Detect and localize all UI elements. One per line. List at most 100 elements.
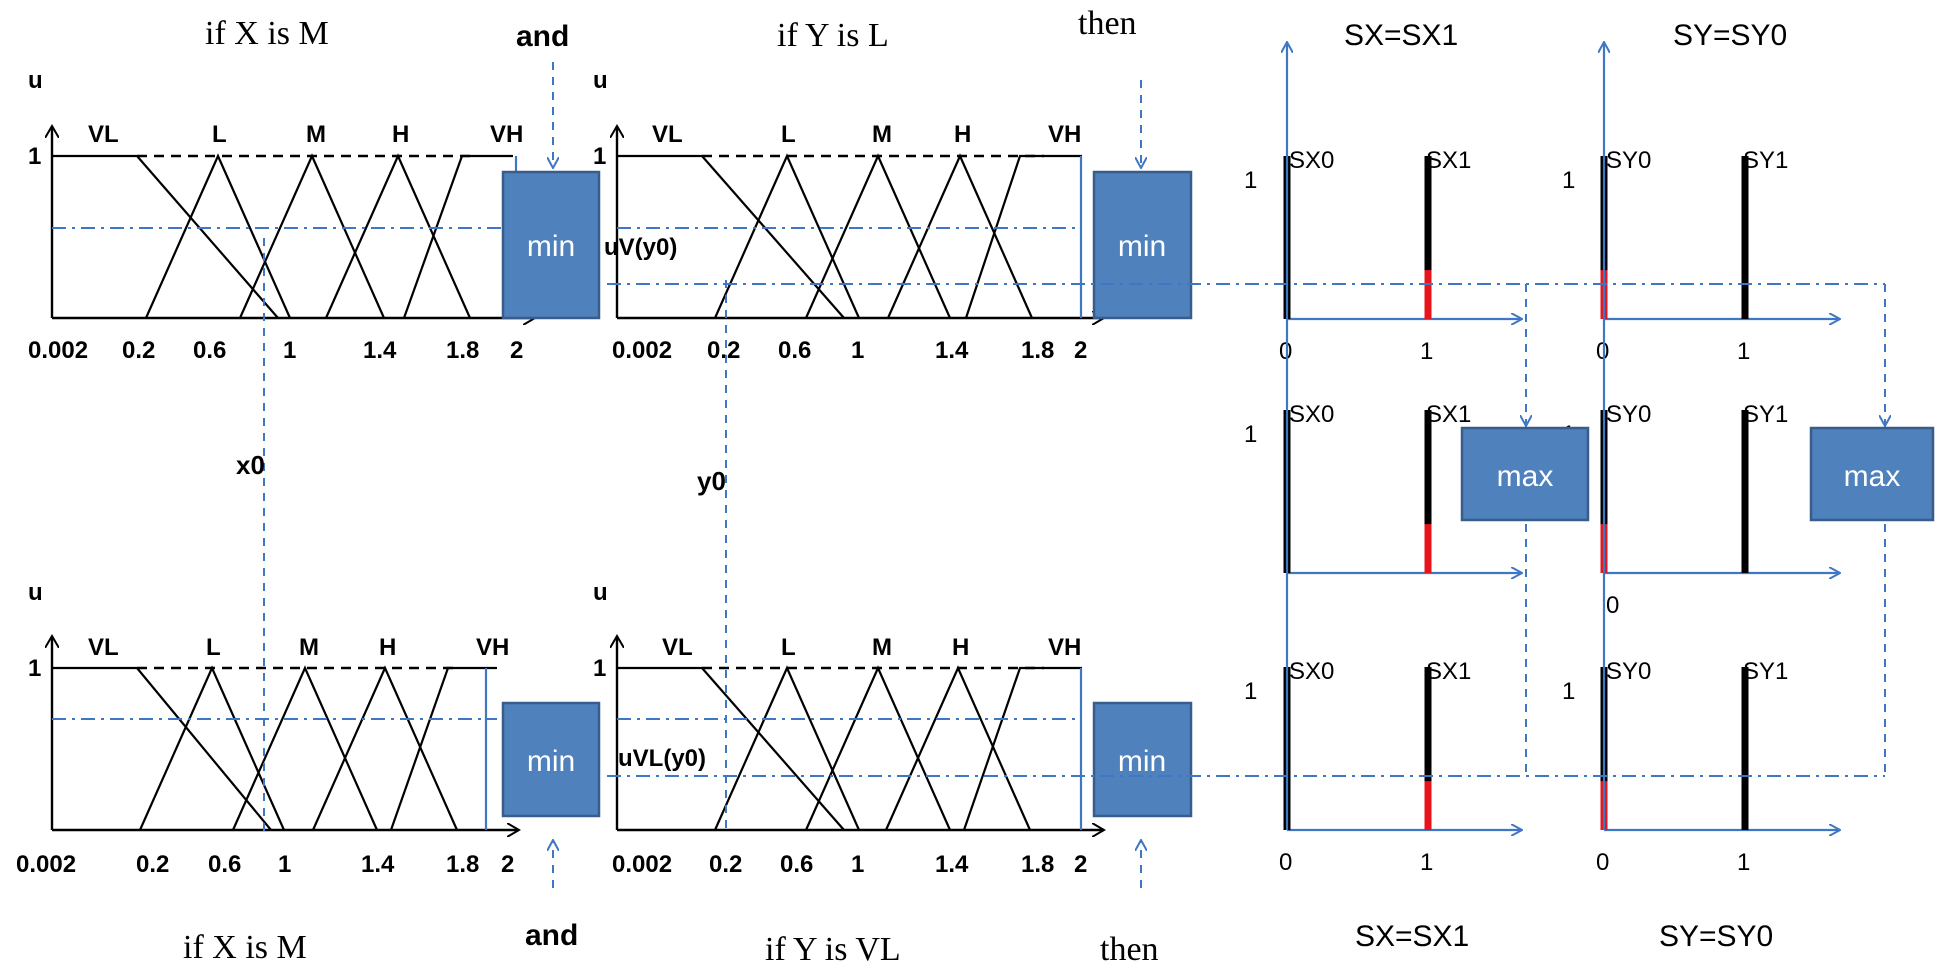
- rule1-membership-label: uV(y0): [604, 234, 677, 261]
- output-plot-sx-1: SX0 SX1 1 0 1: [1244, 147, 1522, 365]
- mf-l: [713, 153, 861, 319]
- output-zero-label: 0: [1596, 849, 1609, 876]
- mf-vl: [617, 154, 845, 319]
- rule2-membership-label: uVL(y0): [618, 745, 706, 772]
- output-one-label: 1: [1244, 421, 1257, 448]
- tick-label: 2: [501, 851, 514, 878]
- axis-label-one: 1: [28, 655, 41, 682]
- spike-label: SX1: [1426, 658, 1471, 685]
- min-box-rule2-x: min: [501, 701, 601, 818]
- min-box-rule1-y: min: [1092, 170, 1193, 320]
- axis-label-u: u: [28, 67, 43, 94]
- output-one-tick: 1: [1737, 338, 1750, 365]
- output-one-label: 1: [1562, 167, 1575, 194]
- min-box-label: min: [1118, 230, 1166, 263]
- tick-label: 0.6: [208, 851, 241, 878]
- tick-label: 0.002: [16, 851, 76, 878]
- rule1-then-label: then: [1078, 5, 1137, 42]
- mf-l: [144, 153, 292, 319]
- axis-label-one: 1: [593, 143, 606, 170]
- tick-label: 1.8: [446, 851, 479, 878]
- max-box-label: max: [1844, 460, 1901, 493]
- output-zero-label: 0: [1279, 338, 1292, 365]
- rule1-and-label: and: [516, 20, 569, 53]
- spike-label: SY1: [1743, 401, 1788, 428]
- set-label-m: M: [872, 121, 892, 148]
- output-one-tick: 1: [1737, 849, 1750, 876]
- spike-label: SX0: [1289, 147, 1334, 174]
- rule2-and-label: and: [525, 919, 578, 952]
- max-box-sx: max: [1460, 426, 1590, 522]
- tick-label: 1.8: [1021, 337, 1054, 364]
- set-label-vl: VL: [88, 121, 119, 148]
- set-label-vh: VH: [1048, 121, 1081, 148]
- mf-h: [886, 153, 1034, 319]
- set-label-h: H: [952, 634, 969, 661]
- tick-label: 1.4: [363, 337, 397, 364]
- output-zero-label: 0: [1596, 338, 1609, 365]
- spike-label: SY1: [1743, 147, 1788, 174]
- output-one-label: 1: [1244, 678, 1257, 705]
- spike-label: SY0: [1606, 658, 1651, 685]
- max-box-sy: max: [1809, 426, 1935, 522]
- output-one-tick: 1: [1420, 338, 1433, 365]
- rule1-sx-result: SX=SX1: [1344, 19, 1458, 52]
- y0-label: y0: [697, 466, 726, 496]
- set-label-m: M: [306, 121, 326, 148]
- set-label-vl: VL: [88, 634, 119, 661]
- tick-label: 1.4: [935, 337, 969, 364]
- set-label-m: M: [299, 634, 319, 661]
- tick-label: 2: [510, 337, 523, 364]
- spike-label: SY1: [1743, 658, 1788, 685]
- rule2-then-label: then: [1100, 931, 1159, 968]
- set-label-h: H: [379, 634, 396, 661]
- mf-vh: [964, 154, 1082, 319]
- tick-label: 0.2: [136, 851, 169, 878]
- mf-vh: [389, 666, 497, 831]
- spike-label: SX0: [1289, 658, 1334, 685]
- mf-m: [804, 153, 952, 319]
- tick-label: 0.2: [709, 851, 742, 878]
- output-one-label: 1: [1244, 167, 1257, 194]
- spike-label: SY0: [1606, 401, 1651, 428]
- mf-h: [324, 153, 472, 319]
- axis-label-u: u: [593, 579, 608, 606]
- min-box-label: min: [1118, 745, 1166, 778]
- tick-label: 0.002: [612, 851, 672, 878]
- min-box-label: min: [527, 230, 575, 263]
- set-label-h: H: [392, 121, 409, 148]
- axis-label-one: 1: [593, 655, 606, 682]
- set-label-vl: VL: [652, 121, 683, 148]
- tick-label: 1: [278, 851, 291, 878]
- tick-label: 0.6: [780, 851, 813, 878]
- tick-label: 1: [851, 851, 864, 878]
- spike-label: SX1: [1426, 147, 1471, 174]
- set-label-h: H: [954, 121, 971, 148]
- set-label-vh: VH: [476, 634, 509, 661]
- tick-label: 1.4: [935, 851, 969, 878]
- mf-vl: [52, 666, 272, 831]
- rule1-y-condition: if Y is L: [777, 17, 889, 54]
- min-box-rule1-x: min: [501, 170, 601, 320]
- max-box-label: max: [1497, 460, 1554, 493]
- min-box-label: min: [527, 745, 575, 778]
- spike-label: SX1: [1426, 401, 1471, 428]
- x0-label: x0: [236, 450, 265, 480]
- tick-label: 1: [851, 337, 864, 364]
- tick-label: 0.2: [707, 337, 740, 364]
- axis-label-one: 1: [28, 143, 41, 170]
- mf-l: [713, 665, 861, 831]
- mf-vl: [52, 154, 279, 319]
- set-label-m: M: [872, 634, 892, 661]
- rule1-sy-result: SY=SY0: [1673, 19, 1787, 52]
- mf-vh: [402, 154, 513, 319]
- tick-label: 1.8: [1021, 851, 1054, 878]
- tick-label: 0.002: [612, 337, 672, 364]
- mf-h: [884, 665, 1032, 831]
- rule1-x-condition: if X is M: [205, 15, 329, 52]
- output-one-label: 1: [1562, 678, 1575, 705]
